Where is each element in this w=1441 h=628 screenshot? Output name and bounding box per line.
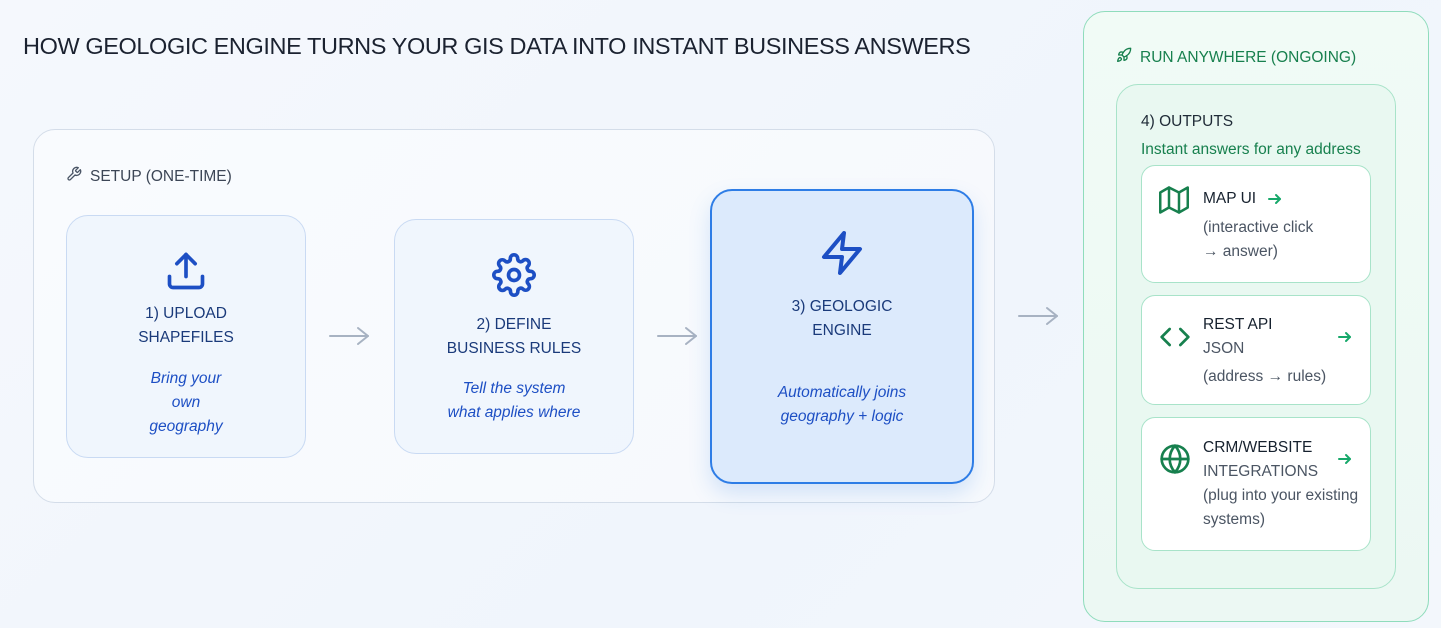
step-define-business-rules: 2) DEFINE BUSINESS RULES Tell the system…: [394, 219, 634, 454]
step-geologic-engine: 3) GEOLOGIC ENGINE Automatically joins g…: [710, 189, 974, 484]
map-icon: [1159, 185, 1189, 220]
setup-label-text: SETUP (ONE-TIME): [90, 167, 232, 185]
step-description: Automatically joins geography + logic: [777, 384, 907, 425]
upload-icon: [164, 249, 208, 293]
output-card-map-ui: MAP UI (interactive click → answer): [1141, 165, 1371, 283]
arrow-right-icon: [1018, 307, 1058, 325]
output-name: MAP UI: [1203, 190, 1257, 207]
output-name: REST API: [1203, 316, 1273, 333]
step-upload-shapefiles: 1) UPLOAD SHAPEFILES Bring your own geog…: [66, 215, 306, 458]
output-description: (interactive click: [1203, 219, 1314, 236]
step-title: 2) DEFINE BUSINESS RULES: [446, 316, 582, 357]
arrow-right-icon: [1338, 332, 1351, 342]
arrow-right-icon: [329, 327, 369, 345]
setup-label: SETUP (ONE-TIME): [66, 166, 232, 187]
page-title: HOW GEOLOGIC ENGINE TURNS YOUR GIS DATA …: [23, 33, 971, 59]
output-description: INTEGRATIONS: [1203, 463, 1319, 480]
globe-icon: [1159, 443, 1191, 480]
outputs-subtitle: Instant answers for any address: [1141, 141, 1361, 158]
output-description: (address → rules): [1203, 368, 1327, 385]
lightning-icon: [818, 229, 866, 277]
wrench-icon: [66, 166, 82, 187]
outputs-title: 4) OUTPUTS: [1141, 113, 1234, 130]
step-title: 3) GEOLOGIC ENGINE: [791, 298, 893, 339]
step-description: Bring your own geography: [149, 370, 223, 435]
output-card-text: REST API JSON (address → rules): [1203, 313, 1326, 389]
output-description: JSON: [1203, 340, 1245, 357]
output-card-rest-api: REST API JSON (address → rules): [1141, 295, 1371, 405]
output-card-text: CRM/WEBSITE INTEGRATIONS (plug into your…: [1203, 436, 1358, 532]
output-name: CRM/WEBSITE: [1203, 439, 1313, 456]
arrow-right-icon: [1338, 454, 1351, 464]
step-title: 1) UPLOAD SHAPEFILES: [138, 305, 234, 346]
gear-icon: [492, 253, 536, 297]
arrow-right-icon: [657, 327, 697, 345]
output-card-text: MAP UI (interactive click → answer): [1203, 187, 1313, 264]
run-label: RUN ANYWHERE (ONGOING): [1116, 47, 1356, 68]
code-icon: [1159, 321, 1191, 358]
output-card-crm-website: CRM/WEBSITE INTEGRATIONS (plug into your…: [1141, 417, 1371, 551]
step-description: Tell the system what applies where: [447, 380, 581, 421]
output-description: → answer): [1203, 243, 1278, 260]
output-description: systems): [1203, 511, 1265, 528]
output-description: (plug into your existing: [1203, 487, 1359, 504]
rocket-icon: [1116, 47, 1132, 68]
arrow-right-icon: [1268, 194, 1281, 204]
run-label-text: RUN ANYWHERE (ONGOING): [1140, 48, 1357, 66]
